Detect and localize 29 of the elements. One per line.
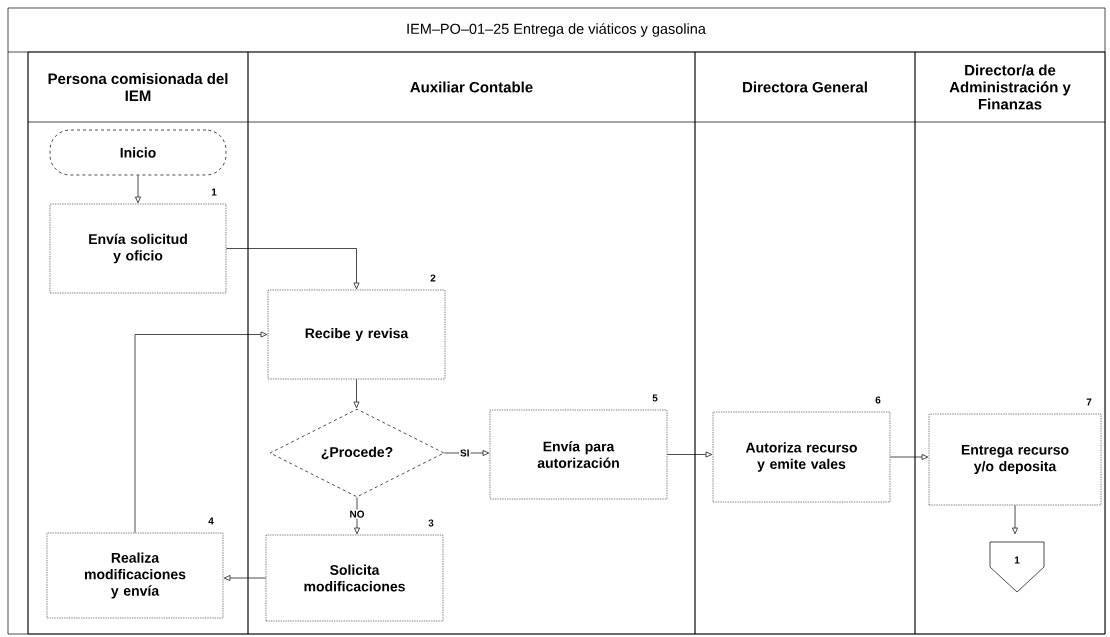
offpage-connector: 1 — [989, 541, 1045, 593]
arrow — [226, 248, 360, 290]
arrow — [354, 497, 360, 535]
arrow — [1012, 505, 1018, 535]
process-box: Autoriza recurso y emite vales — [712, 411, 891, 503]
step-number: 6 — [875, 396, 881, 404]
arrow — [444, 450, 490, 456]
step-number: 3 — [428, 519, 434, 527]
process-box: Solicita modificaciones — [265, 534, 444, 622]
step-number: 2 — [430, 274, 436, 282]
step-number: 1 — [211, 188, 217, 196]
title: IEM–PO–01–25 Entrega de viáticos y gasolina — [407, 23, 706, 37]
arrow — [890, 454, 929, 460]
arrow — [223, 575, 266, 581]
start-terminal: Inicio — [49, 129, 227, 176]
edge-label: NO — [348, 509, 366, 519]
step-number: 5 — [652, 394, 658, 402]
step-number: 4 — [208, 517, 214, 525]
process-box: Envía solicitud y oficio — [49, 203, 227, 294]
arrow — [134, 331, 268, 533]
process-box: Realiza modificaciones y envía — [46, 532, 224, 619]
edge-label: SI — [459, 448, 471, 458]
process-box: Entrega recurso y/o deposita — [928, 413, 1102, 506]
process-box: Envía para autorización — [489, 409, 668, 500]
arrow — [353, 379, 360, 409]
process-box: Recibe y revisa — [267, 289, 446, 380]
step-number: 7 — [1086, 398, 1092, 406]
arrow — [135, 175, 141, 204]
arrow — [667, 451, 713, 458]
